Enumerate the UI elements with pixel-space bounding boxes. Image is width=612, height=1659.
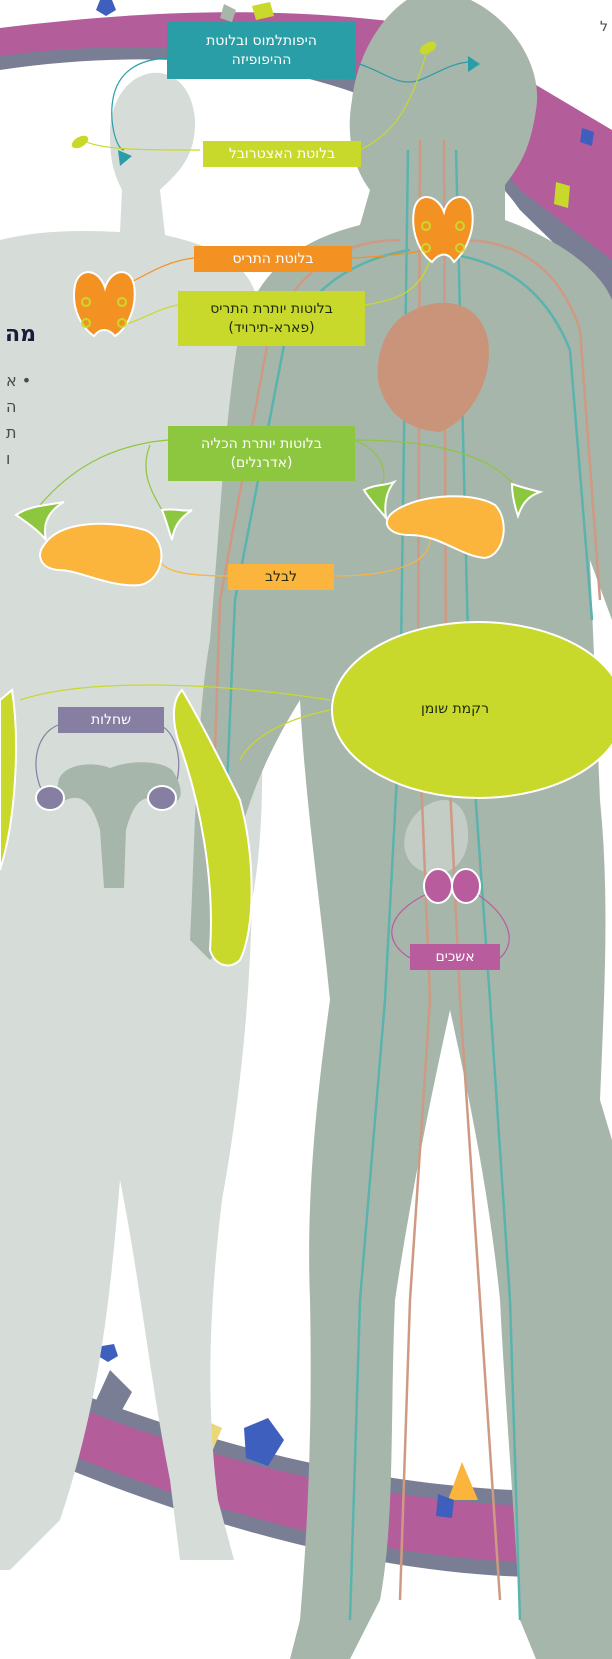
cropped-text-line-2: ה [6,394,16,420]
adipose-tissue-label: רקמת שומן [370,696,540,722]
adrenal-glands-label: בלוטות יותרת הכליה (אדרנלים) [168,426,355,481]
hypothalamus-pituitary-label: היפותלמוס ובלוטת ההיפופיזה [167,22,356,79]
cropped-text-line-4: ו [6,446,10,472]
cropped-heading-fragment: מה [5,322,36,347]
cropped-text-line-3: ת [6,420,17,446]
pancreas-label: לבלב [228,564,334,590]
testis-left [424,869,452,903]
ovary-left [36,786,64,810]
ovary-right [148,786,176,810]
testis-right [452,869,480,903]
cropped-text-line-1: • א [6,368,31,394]
pineal-gland-label: בלוטת האצטרובל [203,141,361,167]
parathyroid-glands-label: בלוטות יותרת התריס (פארא-תירויד) [178,291,365,346]
thyroid-gland-label: בלוטת התריס [194,246,352,272]
testes-label: אשכים [410,944,500,970]
cropped-corner-glyph: ל [600,14,608,40]
ovaries-label: שחלות [58,707,164,733]
